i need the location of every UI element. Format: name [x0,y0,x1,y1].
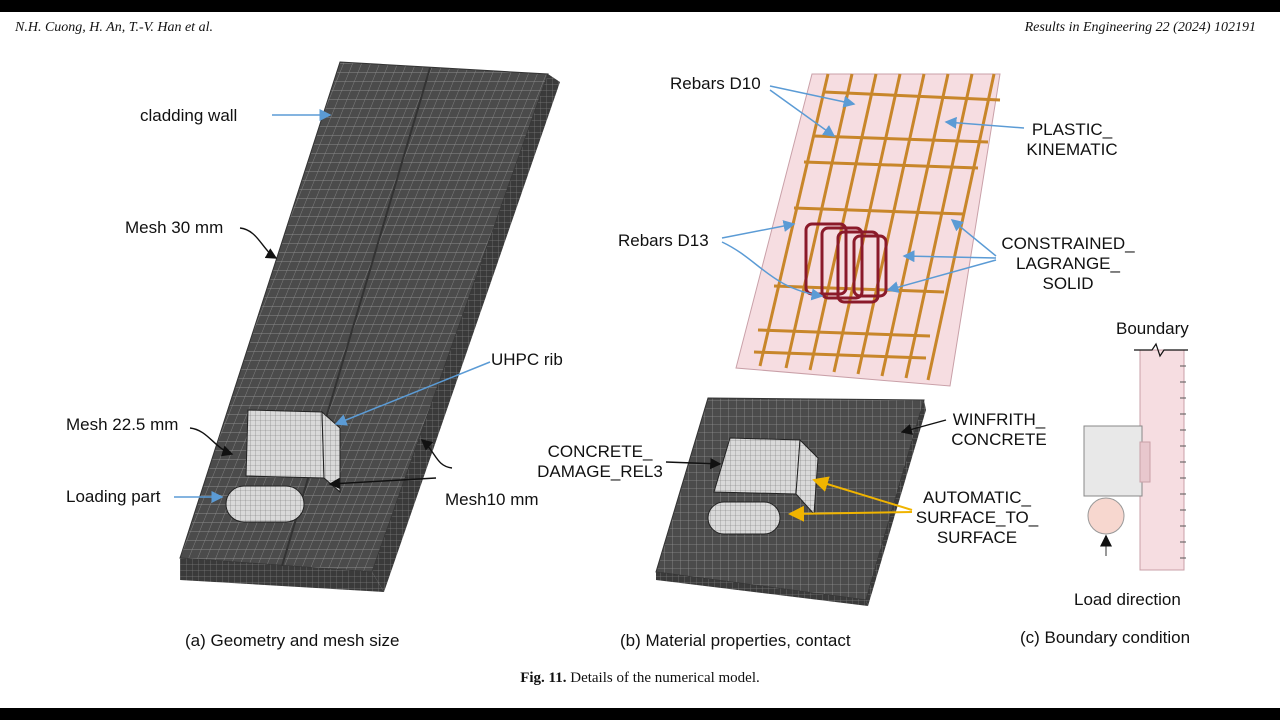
label-plastic-line1: PLASTIC_ [1031,120,1113,139]
label-mesh-22-5: Mesh 22.5 mm [66,415,179,434]
panel-b-concrete-model [655,397,926,606]
label-loading-part: Loading part [66,487,161,506]
subcaption-a: (a) Geometry and mesh size [185,631,400,650]
figure-caption-text: Details of the numerical model. [566,670,760,686]
label-rebars-d13: Rebars D13 [618,231,709,250]
label-mesh-10: Mesh10 mm [445,490,539,509]
label-cladding-wall: cladding wall [140,106,238,125]
running-header-journal: Results in Engineering 22 (2024) 102191 [1024,20,1256,35]
label-plastic-kinematic: PLASTIC_ KINEMATIC [1022,120,1122,160]
label-constrained-line2: LAGRANGE_ [1016,254,1120,273]
label-boundary: Boundary [1116,319,1189,338]
paper-page: N.H. Cuong, H. An, T.-V. Han et al. Resu… [0,12,1280,708]
running-header-authors: N.H. Cuong, H. An, T.-V. Han et al. [15,20,213,35]
label-load-direction: Load direction [1074,590,1181,609]
panel-c-diagram [1083,342,1188,571]
label-concrete-damage-rel3: CONCRETE_ DAMAGE_REL3 [528,442,672,482]
label-winfrith-line1: WINFRITH_ [952,410,1046,429]
panel-b-rebar-model [735,73,1001,387]
leader-arrows [174,85,1025,522]
label-mesh-30: Mesh 30 mm [125,218,224,237]
label-automatic-line1: AUTOMATIC_ [923,488,1031,507]
label-automatic-line2: SURFACE_TO_ [915,508,1039,527]
label-winfrith-concrete: WINFRITH_ CONCRETE [946,410,1052,450]
label-plastic-line2: KINEMATIC [1026,140,1118,159]
label-constrained-line1: CONSTRAINED_ [1001,234,1135,253]
figure-caption-label: Fig. 11. [520,670,567,686]
label-rebars-d10: Rebars D10 [670,74,761,93]
label-constrained-lagrange-solid: CONSTRAINED_ LAGRANGE_ SOLID [996,234,1140,294]
subcaption-c: (c) Boundary condition [1020,628,1191,647]
subcaption-b: (b) Material properties, contact [620,631,851,650]
figure-caption: Fig. 11. Details of the numerical model. [0,670,1280,687]
label-concrete-line1: CONCRETE_ [547,442,653,461]
panel-a-model [179,61,560,592]
label-constrained-line3: SOLID [1042,274,1094,293]
label-automatic-surface: AUTOMATIC_ SURFACE_TO_ SURFACE [910,488,1044,548]
label-uhpc-rib: UHPC rib [491,350,563,369]
label-winfrith-line2: CONCRETE [951,430,1047,449]
label-automatic-line3: SURFACE [936,528,1018,547]
label-concrete-line2: DAMAGE_REL3 [537,462,663,481]
